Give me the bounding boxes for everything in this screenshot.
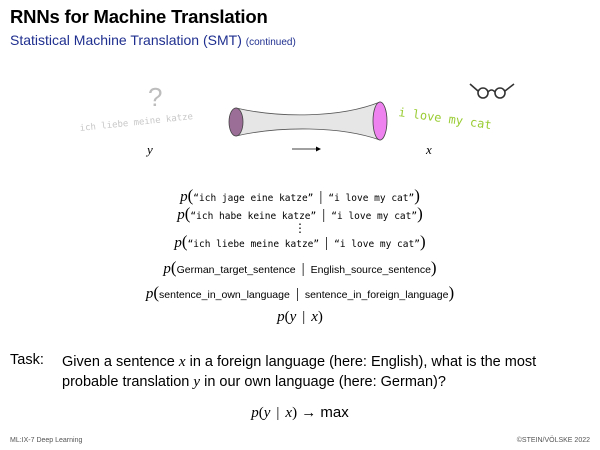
faded-source-text: ich liebe meine katze [79,112,193,134]
question-icon: ? [148,82,162,112]
final-formula: p(y|x) → max [251,404,349,421]
right-arrow-icon [292,146,321,152]
target-text: i love my cat [398,105,493,132]
formula-1: p(“ich jage eine katze”|“i love my cat”) [180,186,420,205]
channel-tube [228,101,388,141]
label-y: y [145,142,153,157]
formula-3: p(“ich liebe meine katze”|“i love my cat… [174,232,426,251]
translation-illustration: ? ich liebe meine katze i love my cat y … [79,82,515,157]
task-text: Given a sentence x in a foreign language… [62,354,537,390]
vertical-dots: ⋮ [294,221,306,235]
task-label: Task: [10,352,44,368]
tube-right-cap [372,101,388,141]
formula-2: p(“ich habe keine katze”|“i love my cat”… [177,204,423,223]
footer-right: ©STEIN/VÖLSKE 2022 [516,437,590,444]
label-x: x [425,142,432,157]
footer-left: ML:IX-7 Deep Learning [10,437,83,444]
tube-left-cap [228,107,244,137]
formula-5: p(sentence_in_own_language|sentence_in_f… [145,283,455,302]
slide-subtitle: Statistical Machine Translation (SMT) (c… [10,32,296,48]
subtitle-text: Statistical Machine Translation (SMT) [10,32,242,48]
slide-title: RNNs for Machine Translation [10,6,268,27]
subtitle-note: (continued) [245,37,296,48]
glasses-icon [469,83,515,99]
formula-general: p(y|x) [277,309,323,325]
formula-4: p(German_target_sentence|English_source_… [163,258,437,277]
